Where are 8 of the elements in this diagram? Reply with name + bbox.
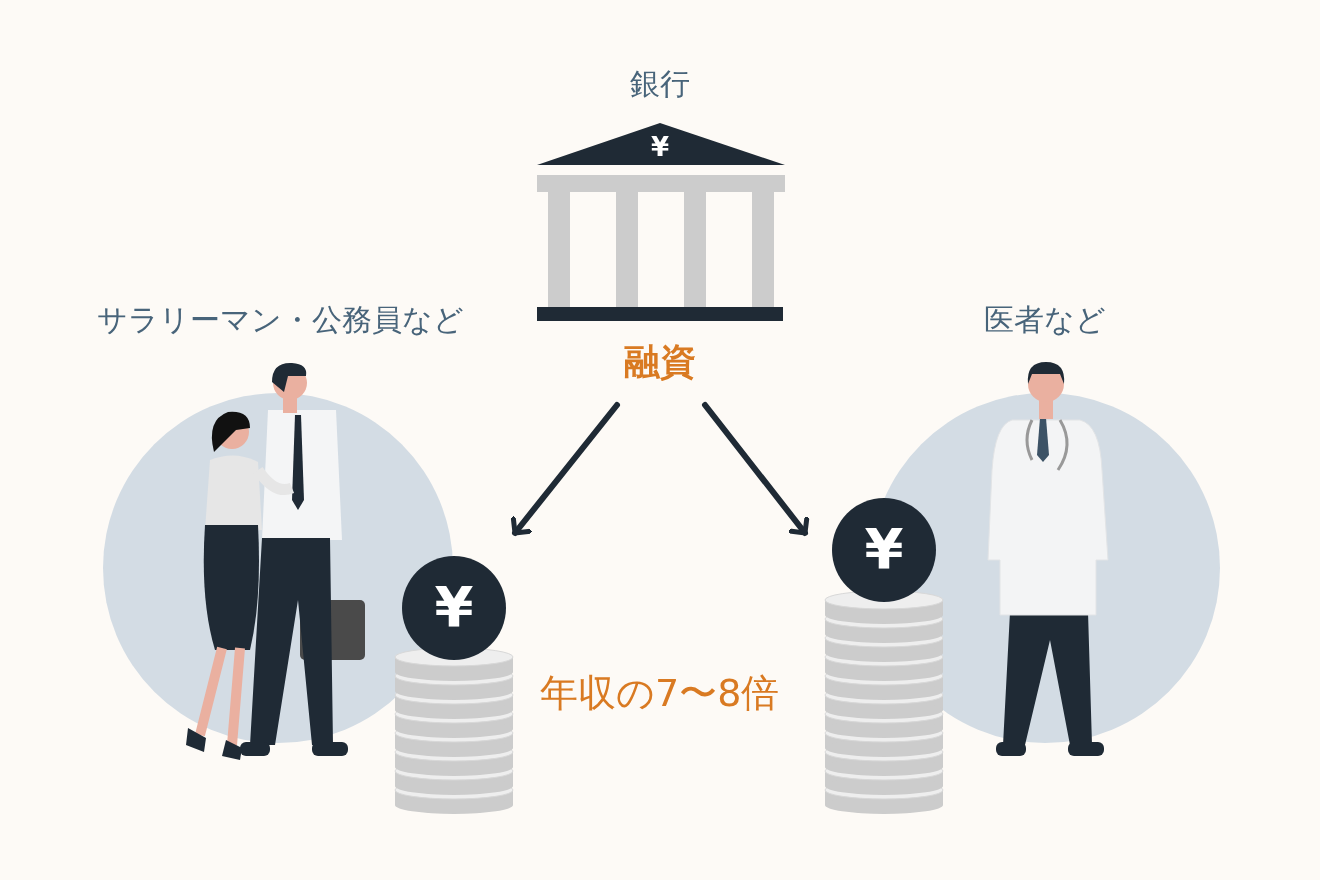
loan-label: 融資 [623,340,697,384]
group-label: 医者など [983,301,1107,339]
bank-label: 銀行 [629,65,691,103]
group-label: サラリーマン・公務員など [95,301,465,339]
ratio-label: 年収の7〜8倍 [540,670,780,717]
arrow [510,402,620,536]
arrow [702,402,810,536]
yen-sign: ¥ [649,132,671,162]
